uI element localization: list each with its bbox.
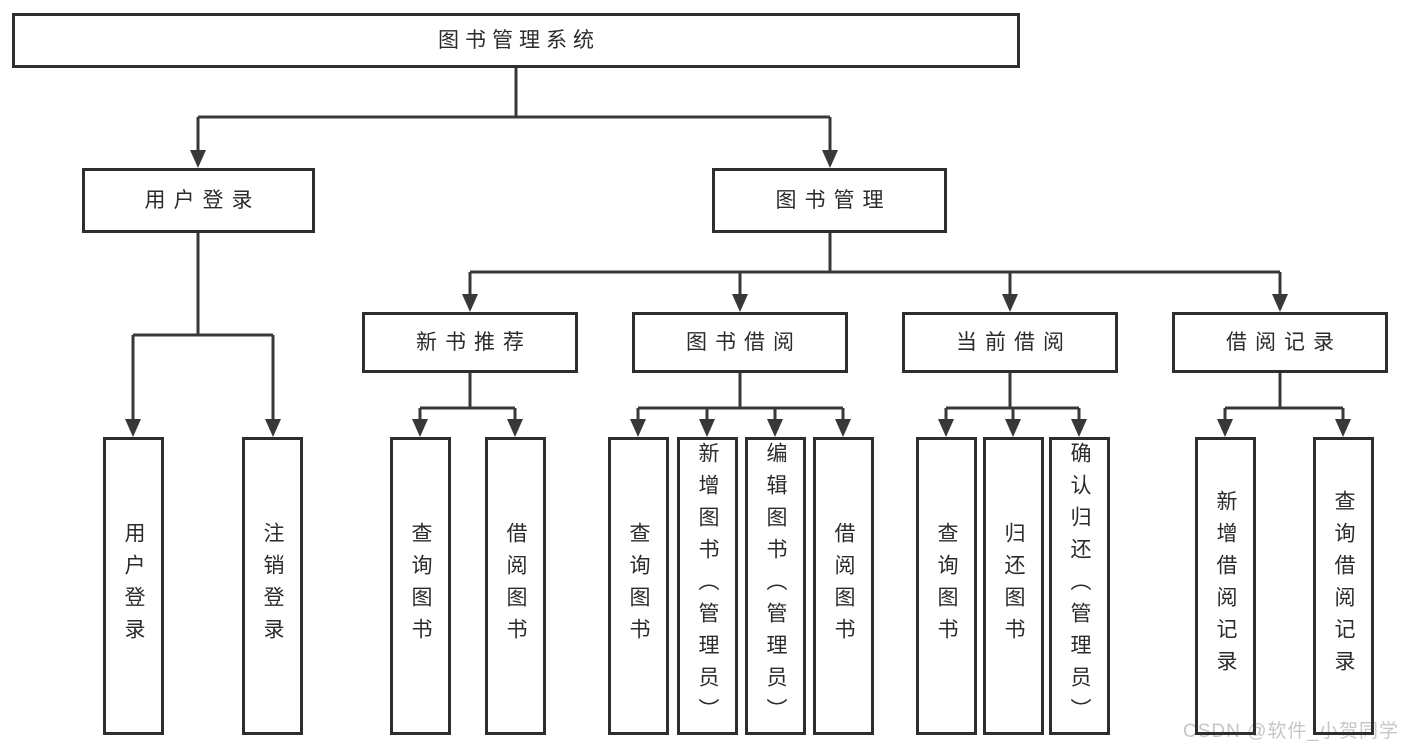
node-root: 图书管理系统 bbox=[12, 13, 1020, 68]
node-new-book-recommend: 新书推荐 bbox=[362, 312, 578, 373]
node-current-borrow: 当前借阅 bbox=[902, 312, 1118, 373]
leaf-add-borrow-record: 新增借阅记录 bbox=[1195, 437, 1256, 735]
leaf-borrow-query-book: 查询图书 bbox=[608, 437, 669, 735]
watermark: CSDN @软件_小贺同学 bbox=[1183, 721, 1399, 742]
leaf-query-borrow-record: 查询借阅记录 bbox=[1313, 437, 1374, 735]
leaf-borrow-edit-book-admin: 编辑图书（管理员） bbox=[745, 437, 806, 735]
leaf-borrow-add-book-admin: 新增图书（管理员） bbox=[677, 437, 738, 735]
node-book-borrow: 图书借阅 bbox=[632, 312, 848, 373]
leaf-current-confirm-return-admin: 确认归还（管理员） bbox=[1049, 437, 1110, 735]
leaf-current-return-book: 归还图书 bbox=[983, 437, 1044, 735]
leaf-recommend-borrow-book: 借阅图书 bbox=[485, 437, 546, 735]
node-user-login: 用户登录 bbox=[82, 168, 315, 233]
leaf-borrow-borrow-book: 借阅图书 bbox=[813, 437, 874, 735]
leaf-current-query-book: 查询图书 bbox=[916, 437, 977, 735]
node-book-management: 图书管理 bbox=[712, 168, 947, 233]
leaf-recommend-query-book: 查询图书 bbox=[390, 437, 451, 735]
leaf-user-login: 用户登录 bbox=[103, 437, 164, 735]
node-borrow-record: 借阅记录 bbox=[1172, 312, 1388, 373]
leaf-logout: 注销登录 bbox=[242, 437, 303, 735]
